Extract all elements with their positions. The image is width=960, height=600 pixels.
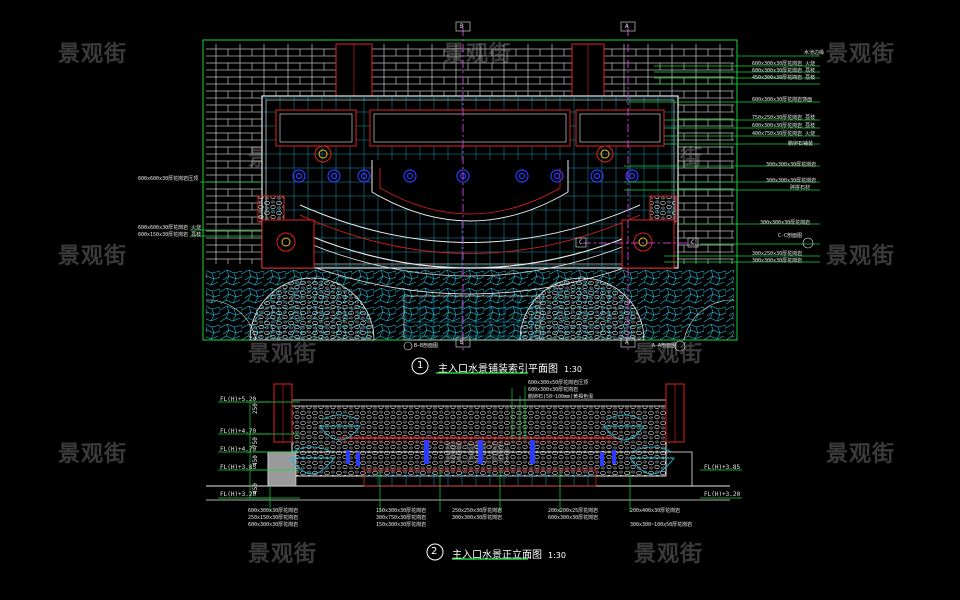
section-label: A—A剖面图	[652, 343, 677, 349]
elevation-scale: 1:30	[548, 551, 566, 560]
dimension: 750	[252, 437, 259, 448]
elevation-number: 2	[431, 546, 438, 557]
elevation-title: 主入口水景正立面图 1:30	[452, 546, 566, 561]
watermark: 景观街	[58, 42, 128, 67]
plan-right-tag: 300x300x30厚花岗岩	[766, 178, 817, 184]
elevation-tag: 600x300x30厚花岗岩	[248, 522, 299, 528]
dimension: 450	[252, 483, 259, 494]
section-mark: B	[460, 23, 464, 30]
plan-scale: 1:30	[564, 365, 582, 374]
dimension: 250	[252, 403, 259, 414]
elevation-tag: 600x300x30厚花岗岩	[548, 515, 599, 521]
plan-right-tag: 750x250x30厚花岗岩 荔枝	[752, 115, 816, 121]
dimension: 450	[252, 455, 259, 466]
level-tag: FL(H)+3.85	[704, 464, 741, 471]
plan-right-tag: 碎拼石材	[790, 185, 811, 191]
elevation-tag: 600x300x50厚花岗岩压顶	[528, 380, 589, 386]
plan-right-tag: 300x250x30厚花岗岩	[752, 251, 803, 257]
watermark: 景观街	[248, 342, 318, 367]
plan-left-tag: 600x600x30厚花岗岩压顶	[138, 176, 199, 182]
plan-right-tag: 450x300x30厚花岗岩 荔枝	[752, 75, 816, 81]
level-tag: FL(H)+3.20	[704, 491, 741, 498]
section-mark: C	[579, 239, 583, 246]
elevation-tag: 600x300x30厚花岗岩	[248, 508, 299, 514]
watermark: 景观街	[58, 244, 128, 269]
plan-right-tag: 300x300x30厚花岗岩	[760, 220, 811, 226]
elevation-title-text: 主入口水景正立面图	[452, 550, 542, 561]
elevation-tag: 250x250x30厚花岗岩	[452, 508, 503, 514]
plan-right-tag: 水池边缘	[804, 50, 825, 56]
elevation-tag: 150x300x30厚花岗岩	[376, 522, 427, 528]
watermark: 景观街	[826, 244, 896, 269]
section-mark: A	[625, 23, 629, 30]
plan-title: 主入口水景铺装索引平面图 1:30	[438, 360, 582, 375]
section-mark: C	[691, 239, 695, 246]
elevation-tag: 200x400x30厚花岗岩	[630, 508, 681, 514]
elevation-tag: 300x750x30厚花岗岩	[376, 515, 427, 521]
level-tag: FL(H)+3.20	[220, 491, 257, 498]
plan-right-tag: C-C剖面图	[778, 233, 803, 239]
section-mark: A	[625, 339, 629, 346]
elevation-tag: 150x300x30厚花岗岩	[376, 508, 427, 514]
watermark: 景观街	[58, 442, 128, 467]
watermark: 景观街	[826, 442, 896, 467]
watermark: 景观街	[248, 542, 318, 567]
watermark: 景观街	[634, 542, 704, 567]
plan-right-tag: 600x300x30厚花岗岩饰面	[752, 97, 813, 103]
elevation-tag: 300x300~100x50厚花岗岩	[630, 522, 693, 528]
watermark: 景观街	[634, 342, 704, 367]
section-label: B—B剖面图	[414, 343, 439, 349]
plan-right-tag: 鹅卵石铺装	[788, 141, 814, 147]
level-tag: FL(H)+4.70	[220, 446, 257, 453]
level-tag: FL(H)+5.20	[220, 396, 257, 403]
elevation-tag: 600x300x30厚花岗岩	[528, 387, 579, 393]
plan-right-tag: 300x300x30厚花岗岩	[752, 258, 803, 264]
plan-right-tag: 600x300x30厚花岗岩 荔枝	[752, 68, 816, 74]
level-tag: FL(H)+3.85	[220, 464, 257, 471]
plan-number: 1	[417, 360, 424, 371]
plan-right-tag: 300x300x30厚花岗岩	[766, 162, 817, 168]
elevation-tag: 鹅卵石(50~100mm)黄褐色混	[528, 394, 594, 400]
elevation-tag: 300x300x30厚花岗岩	[452, 515, 503, 521]
plan-title-text: 主入口水景铺装索引平面图	[438, 364, 558, 375]
plan-left-tag: 600x600x30厚花岗岩 火烧	[138, 225, 202, 231]
section-mark: B	[460, 339, 464, 346]
elevation-tag: 250x150x30厚花岗岩	[248, 515, 299, 521]
plan-left-tag: 600x150x30厚花岗岩 荔枝	[138, 232, 202, 238]
plan-right-tag: 400x750x30厚花岗岩 火烧	[752, 131, 816, 137]
plan-right-tag: 600x300x30厚花岗岩 火烧	[752, 61, 816, 67]
level-tag: FL(H)+4.70	[220, 428, 257, 435]
plan-right-tag: 600x300x30厚花岗岩 荔枝	[752, 123, 816, 129]
elevation-tag: 200x200x25厚花岗岩	[548, 508, 599, 514]
watermark: 景观街	[826, 42, 896, 67]
